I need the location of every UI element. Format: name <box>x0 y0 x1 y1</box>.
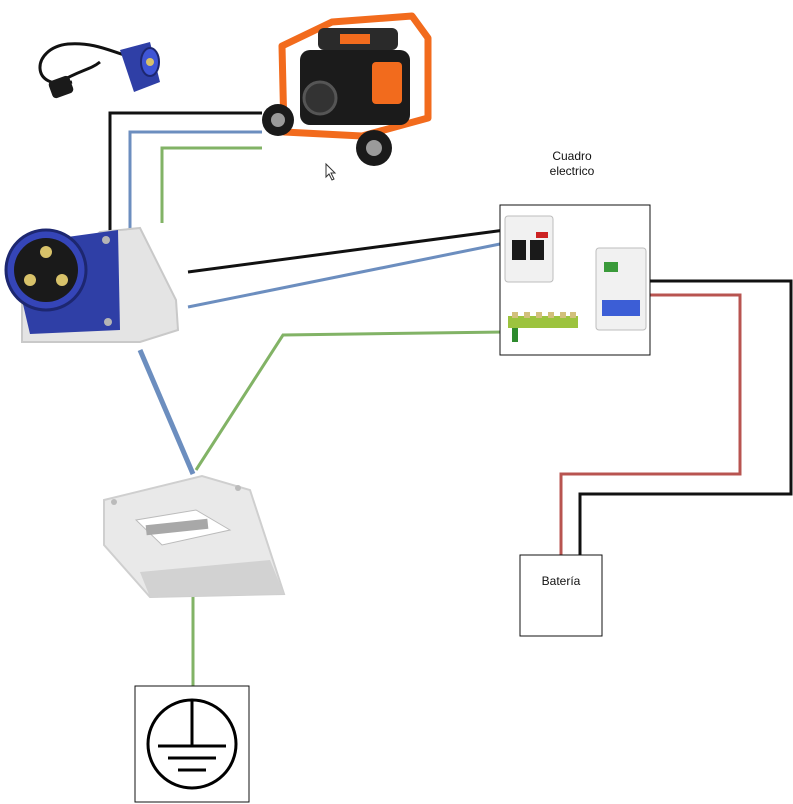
panel-label: Cuadro electrico <box>532 149 612 179</box>
extension-cable-icon <box>38 42 160 99</box>
junction-box-icon <box>103 474 286 599</box>
wire-black-panel-battery <box>578 279 793 556</box>
generator-icon <box>262 5 440 173</box>
battery-label: Batería <box>541 574 581 588</box>
wire-green-generator-socket <box>160 146 262 223</box>
battery-box <box>519 554 603 637</box>
wire-blue-socket-panel <box>187 241 506 309</box>
wire-green-earth-panel <box>194 330 506 471</box>
wire-blue-generator-socket <box>128 130 262 235</box>
breaker-panel-icon <box>499 204 651 356</box>
earth-ground-icon <box>134 685 250 803</box>
panel-label-line2: electrico <box>549 164 595 178</box>
panel-label-line1: Cuadro <box>552 149 592 163</box>
wire-black-socket-panel <box>187 228 506 274</box>
industrial-socket-icon <box>4 226 180 343</box>
wire-black-generator-socket <box>108 111 262 240</box>
wire-blue-socket-junction <box>137 349 196 475</box>
mouse-cursor-icon <box>325 162 337 181</box>
wire-red-panel-battery <box>559 293 742 556</box>
